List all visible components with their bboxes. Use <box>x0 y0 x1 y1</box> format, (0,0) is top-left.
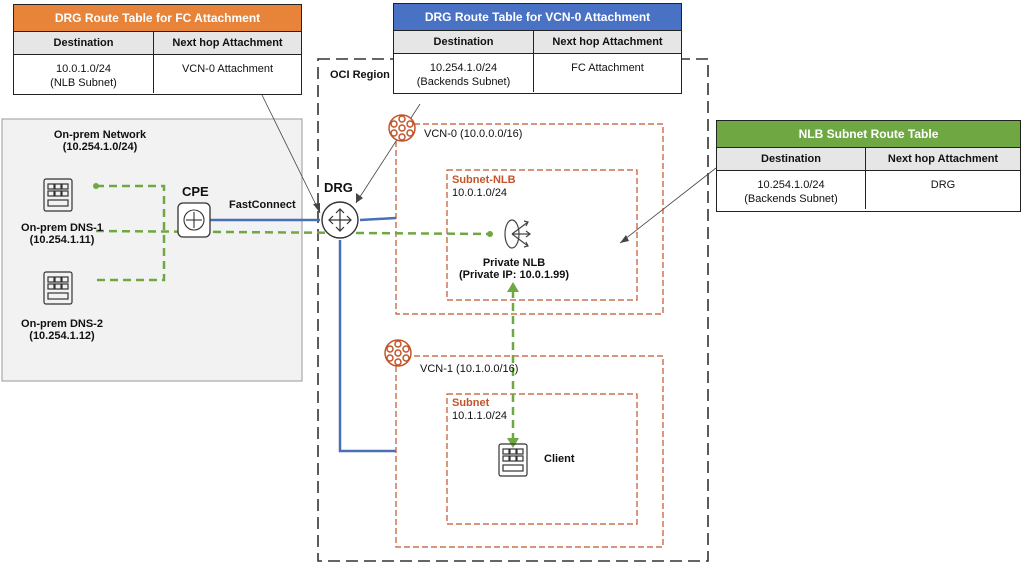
server-icon <box>498 443 528 477</box>
flow-arrow-up <box>507 282 519 292</box>
col-destination: Destination <box>394 31 534 53</box>
callout-arrow-fc <box>313 203 320 213</box>
network-links <box>210 216 397 453</box>
fc-route-table-header: Destination Next hop Attachment <box>14 32 301 55</box>
subnet-client-name: Subnet <box>452 397 490 409</box>
callout-arrow-vcn0 <box>356 193 363 203</box>
destination-desc: (Backends Subnet) <box>744 193 838 205</box>
vcn0-route-table-title: DRG Route Table for VCN-0 Attachment <box>394 4 681 31</box>
dns2-ip: (10.254.1.12) <box>29 330 95 342</box>
onprem-title: On-prem Network <box>53 129 147 141</box>
col-destination: Destination <box>717 148 866 170</box>
next-hop-cell: FC Attachment <box>571 62 644 74</box>
subnet-nlb-name: Subnet-NLB <box>452 174 516 186</box>
dns1-ip: (10.254.1.11) <box>29 234 95 246</box>
vcn0-route-table: DRG Route Table for VCN-0 Attachment Des… <box>393 3 682 94</box>
nlb-route-table-title: NLB Subnet Route Table <box>717 121 1020 148</box>
onprem-network-box <box>1 118 303 382</box>
flow-arrow-down <box>507 438 519 448</box>
router-icon <box>177 202 211 238</box>
fastconnect-label: FastConnect <box>229 199 296 211</box>
server-icon <box>43 178 73 212</box>
table-row: 10.254.1.0/24 (Backends Subnet) FC Attac… <box>394 54 681 92</box>
vcn1-box <box>395 355 664 548</box>
dns1-name: On-prem DNS-1 <box>21 222 103 234</box>
dns2-label: On-prem DNS-2 (10.254.1.12) <box>12 318 112 342</box>
next-hop-cell: VCN-0 Attachment <box>181 63 274 75</box>
nlb-route-table-header: Destination Next hop Attachment <box>717 148 1020 171</box>
col-next-hop: Next hop Attachment <box>552 36 663 48</box>
nlb-name: Private NLB <box>482 257 546 269</box>
fc-route-table: DRG Route Table for FC Attachment Destin… <box>13 4 302 95</box>
dns2-name: On-prem DNS-2 <box>21 318 103 330</box>
load-balancer-icon <box>504 219 531 249</box>
oci-region-label: OCI Region <box>330 69 390 81</box>
nlb-subnet-route-table: NLB Subnet Route Table Destination Next … <box>716 120 1021 212</box>
subnet-nlb-cidr: 10.0.1.0/24 <box>452 187 508 199</box>
col-next-hop: Next hop Attachment <box>887 153 999 165</box>
next-hop-cell: DRG <box>930 179 956 191</box>
table-row: 10.254.1.0/24 (Backends Subnet) DRG <box>717 171 1020 209</box>
cpe-label: CPE <box>182 184 209 199</box>
subnet-client-box <box>446 393 638 525</box>
flow-dot-nlb <box>487 231 493 237</box>
vcn0-box <box>395 123 664 315</box>
drg-icon <box>321 201 359 239</box>
server-icon <box>43 271 73 305</box>
private-nlb-label: Private NLB (Private IP: 10.0.1.99) <box>454 257 574 281</box>
table-row: 10.0.1.0/24 (NLB Subnet) VCN-0 Attachmen… <box>14 55 301 93</box>
flow-dot-dns1 <box>93 183 99 189</box>
vcn1-label: VCN-1 (10.1.0.0/16) <box>420 363 519 375</box>
traffic-flows <box>95 184 515 440</box>
dns1-label: On-prem DNS-1 (10.254.1.11) <box>12 222 112 246</box>
subnet-nlb-box <box>446 169 638 301</box>
nlb-ip: (Private IP: 10.0.1.99) <box>458 269 570 281</box>
fc-route-table-title: DRG Route Table for FC Attachment <box>14 5 301 32</box>
destination-cell: 10.0.1.0/24 (NLB Subnet) <box>14 55 154 93</box>
client-label: Client <box>544 453 575 465</box>
destination-cidr: 10.254.1.0/24 <box>429 62 498 74</box>
destination-desc: (Backends Subnet) <box>416 76 511 88</box>
callout-arrow-nlb <box>620 235 629 243</box>
subnet-client-cidr: 10.1.1.0/24 <box>452 410 508 422</box>
destination-cidr: 10.254.1.0/24 <box>757 179 825 191</box>
vcn-icon <box>388 114 416 142</box>
vcn0-route-table-header: Destination Next hop Attachment <box>394 31 681 54</box>
destination-cell: 10.254.1.0/24 (Backends Subnet) <box>717 171 866 209</box>
destination-cell: 10.254.1.0/24 (Backends Subnet) <box>394 54 534 92</box>
col-destination: Destination <box>14 32 154 54</box>
destination-desc: (NLB Subnet) <box>50 77 117 89</box>
onprem-network-title: On-prem Network (10.254.1.0/24) <box>40 129 160 153</box>
onprem-cidr: (10.254.1.0/24) <box>62 141 138 153</box>
drg-label: DRG <box>324 180 353 195</box>
col-next-hop: Next hop Attachment <box>172 37 283 49</box>
destination-cidr: 10.0.1.0/24 <box>55 63 112 75</box>
vcn-icon <box>384 339 412 367</box>
oci-region-box <box>317 58 709 562</box>
vcn0-label: VCN-0 (10.0.0.0/16) <box>424 128 523 140</box>
